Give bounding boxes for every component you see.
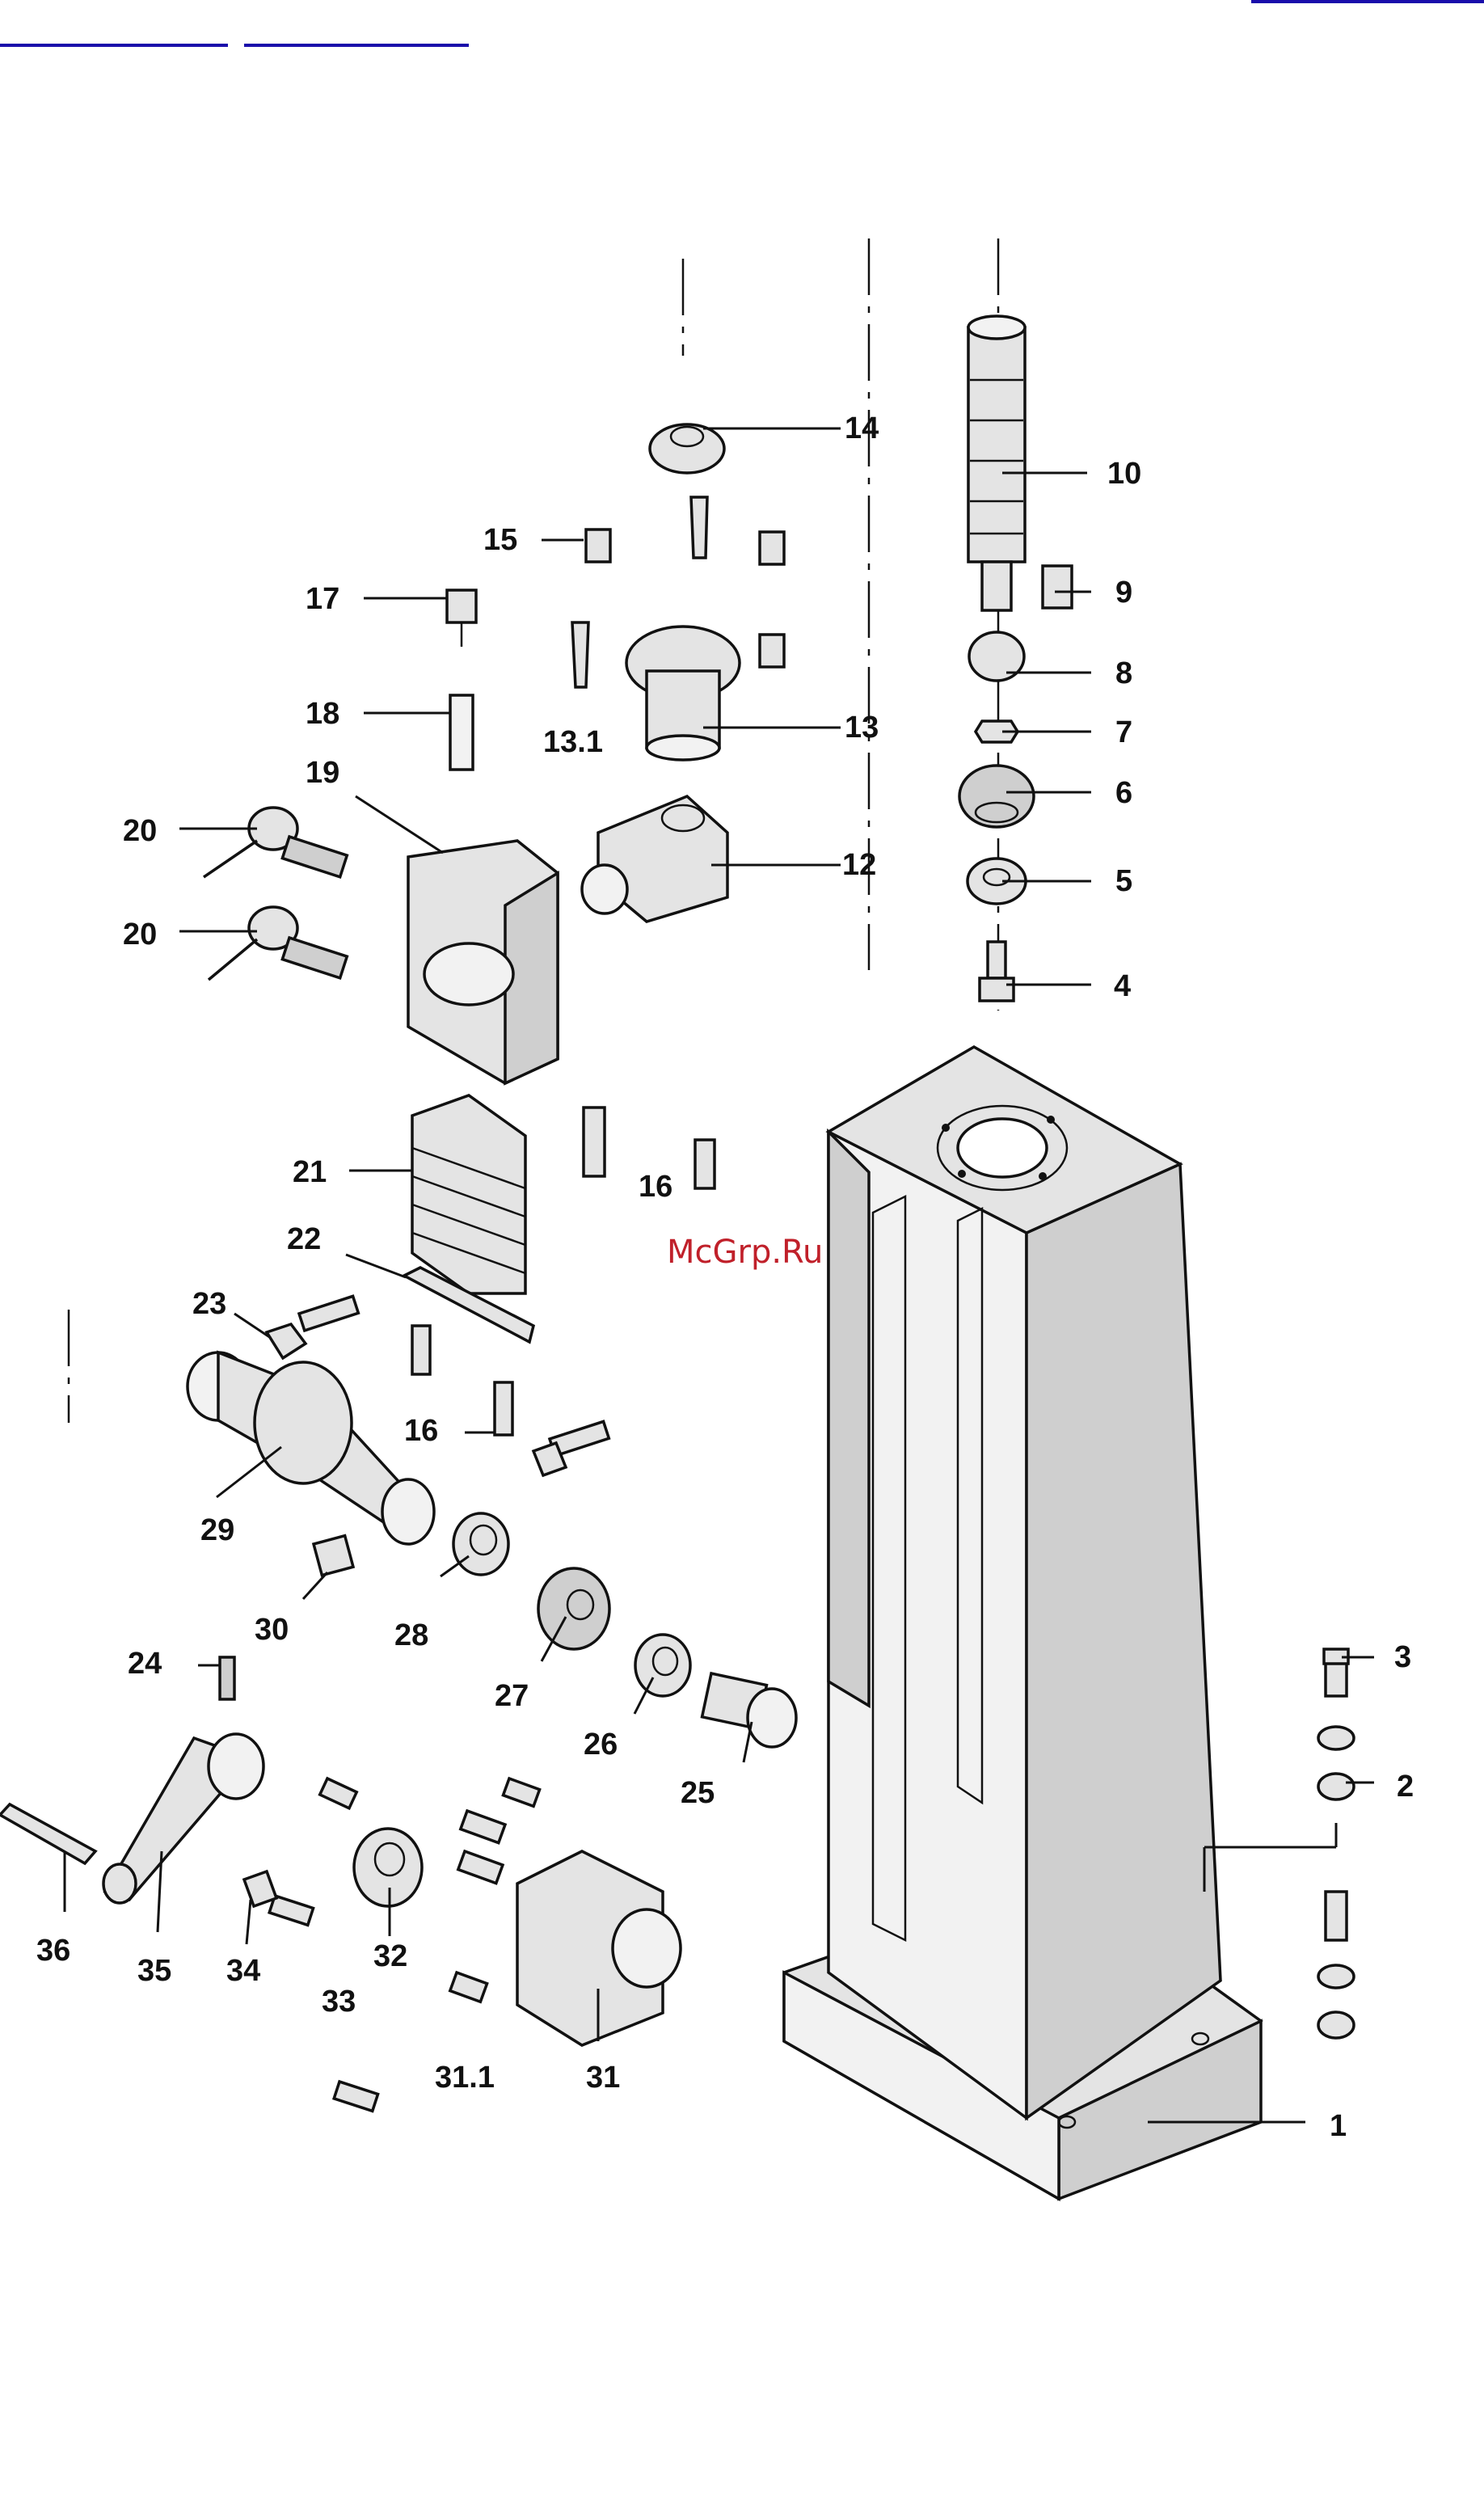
label-part-27: 27 — [495, 1679, 529, 1713]
label-part-16-upper: 16 — [639, 1170, 672, 1204]
label-part-8: 8 — [1115, 656, 1132, 690]
label-part-9: 9 — [1115, 576, 1132, 610]
label-part-20-lower: 20 — [123, 918, 157, 951]
label-part-20-upper: 20 — [123, 814, 157, 848]
label-part-7: 7 — [1115, 715, 1132, 749]
label-part-19: 19 — [306, 756, 339, 790]
label-part-32: 32 — [373, 1939, 407, 1973]
label-part-13-1: 13.1 — [543, 725, 603, 759]
label-part-28: 28 — [394, 1618, 428, 1652]
label-part-36: 36 — [36, 1934, 70, 1968]
label-part-17: 17 — [306, 582, 339, 616]
label-part-18: 18 — [306, 697, 339, 731]
label-part-22: 22 — [287, 1222, 321, 1256]
label-part-25: 25 — [681, 1776, 715, 1810]
label-part-26: 26 — [584, 1728, 618, 1762]
label-part-12: 12 — [842, 848, 876, 882]
label-part-5: 5 — [1115, 864, 1132, 898]
label-part-14: 14 — [845, 411, 879, 445]
watermark-text: McGrp.Ru — [667, 1234, 823, 1271]
label-part-30: 30 — [255, 1613, 289, 1647]
label-part-35: 35 — [137, 1954, 171, 1988]
column-base-part-1 — [784, 1047, 1261, 2199]
label-part-16-lower: 16 — [404, 1414, 438, 1448]
label-part-23: 23 — [192, 1287, 226, 1321]
label-part-34: 34 — [226, 1954, 260, 1988]
label-part-33: 33 — [322, 1985, 356, 2019]
label-part-13: 13 — [845, 711, 879, 745]
slide-parts-17-22 — [204, 590, 715, 1435]
label-part-31-1: 31.1 — [435, 2061, 495, 2095]
label-part-15: 15 — [483, 523, 517, 557]
label-part-1: 1 — [1330, 2109, 1347, 2143]
feed-parts-23-30 — [188, 1296, 796, 1747]
label-part-10: 10 — [1107, 457, 1141, 491]
label-part-31: 31 — [586, 2061, 620, 2095]
label-part-21: 21 — [293, 1155, 327, 1189]
label-part-24: 24 — [128, 1647, 162, 1681]
label-part-29: 29 — [200, 1513, 234, 1547]
label-part-4: 4 — [1114, 969, 1131, 1003]
spindle-stack-parts-4-10 — [959, 316, 1072, 1001]
handle-parts-31-36 — [0, 1734, 681, 2111]
label-part-2: 2 — [1397, 1770, 1414, 1804]
head-parts-12-15 — [572, 424, 784, 922]
label-part-6: 6 — [1115, 776, 1132, 810]
label-part-3: 3 — [1394, 1640, 1411, 1674]
